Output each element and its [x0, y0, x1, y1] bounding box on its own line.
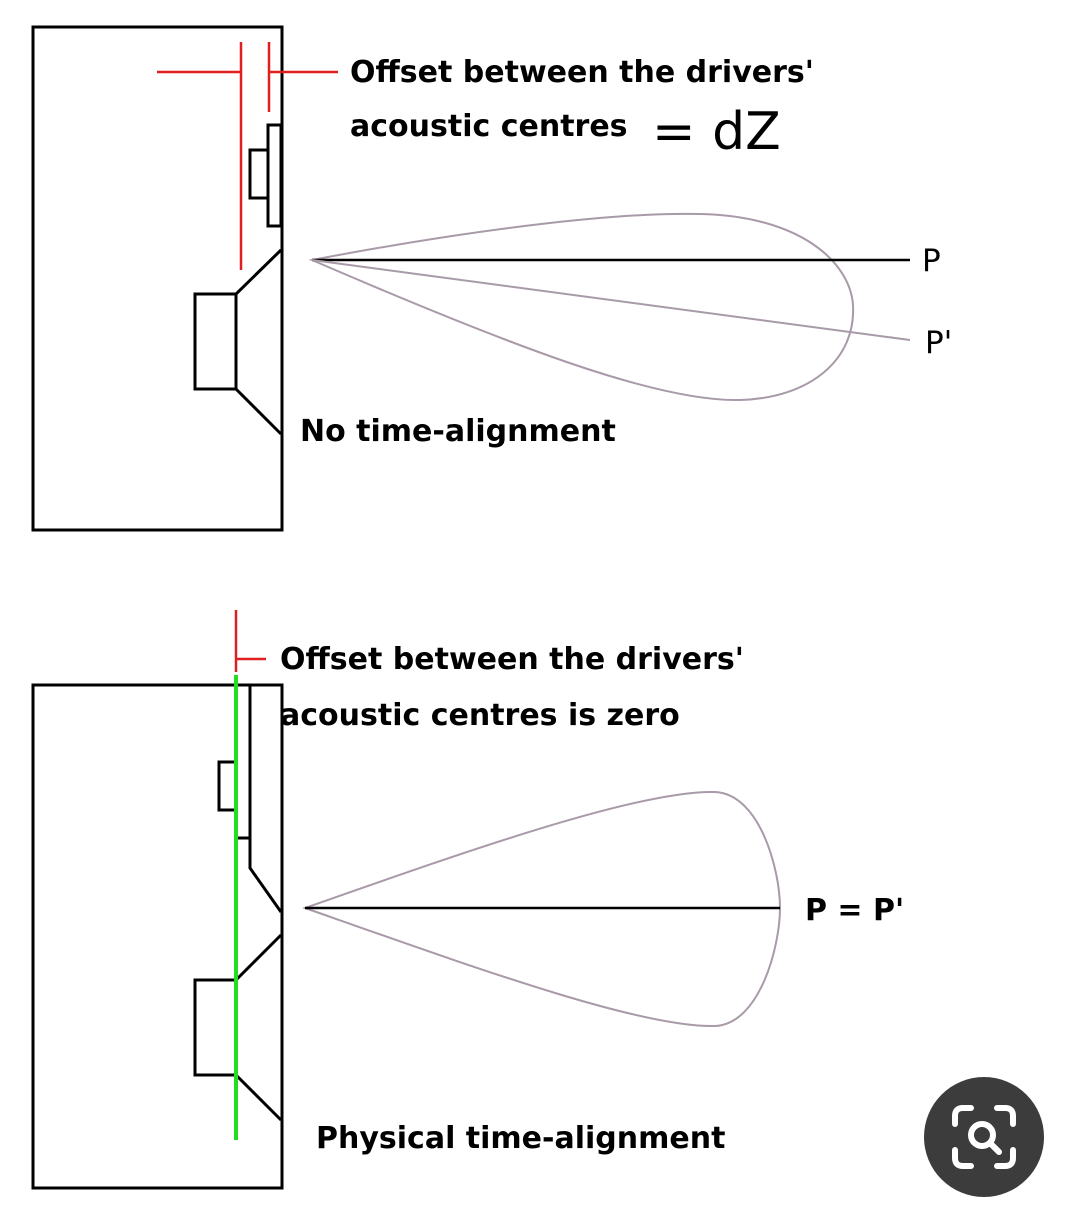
bottom-woofer-cone	[234, 933, 283, 1122]
lens-search-icon	[952, 1105, 1016, 1169]
bottom-panel: Offset between the drivers' acoustic cen…	[31, 610, 904, 1190]
bottom-point-label: P = P'	[805, 893, 904, 928]
top-offset-label-line2: acoustic centres	[350, 109, 628, 144]
top-cabinet	[31, 25, 284, 532]
bottom-offset-label-line2: acoustic centres is zero	[280, 698, 680, 733]
top-panel: Offset between the drivers' acoustic cen…	[31, 25, 952, 532]
bottom-offset-label-line1: Offset between the drivers'	[280, 642, 744, 677]
top-point-p: P	[922, 243, 941, 279]
top-offset-label-line1: Offset between the drivers'	[350, 55, 814, 90]
bottom-tweeter-faceplate	[234, 683, 252, 840]
top-woofer-magnet	[193, 292, 238, 391]
top-tweeter-magnet	[248, 148, 270, 200]
top-radiation-lobe	[308, 212, 855, 402]
bottom-cabinet	[31, 683, 284, 1190]
bottom-woofer-magnet	[193, 978, 238, 1077]
top-dz-label: = dZ	[652, 102, 781, 162]
bottom-tweeter-magnet	[217, 760, 238, 812]
lens-search-button[interactable]	[924, 1077, 1044, 1197]
bottom-woofer-cone-upper	[248, 838, 283, 913]
top-caption: No time-alignment	[300, 414, 616, 449]
top-tweeter-faceplate	[266, 123, 283, 228]
top-woofer-cone	[234, 248, 283, 436]
top-point-p-prime: P'	[925, 325, 952, 361]
top-off-axis-line	[311, 259, 911, 341]
bottom-caption: Physical time-alignment	[316, 1121, 725, 1156]
